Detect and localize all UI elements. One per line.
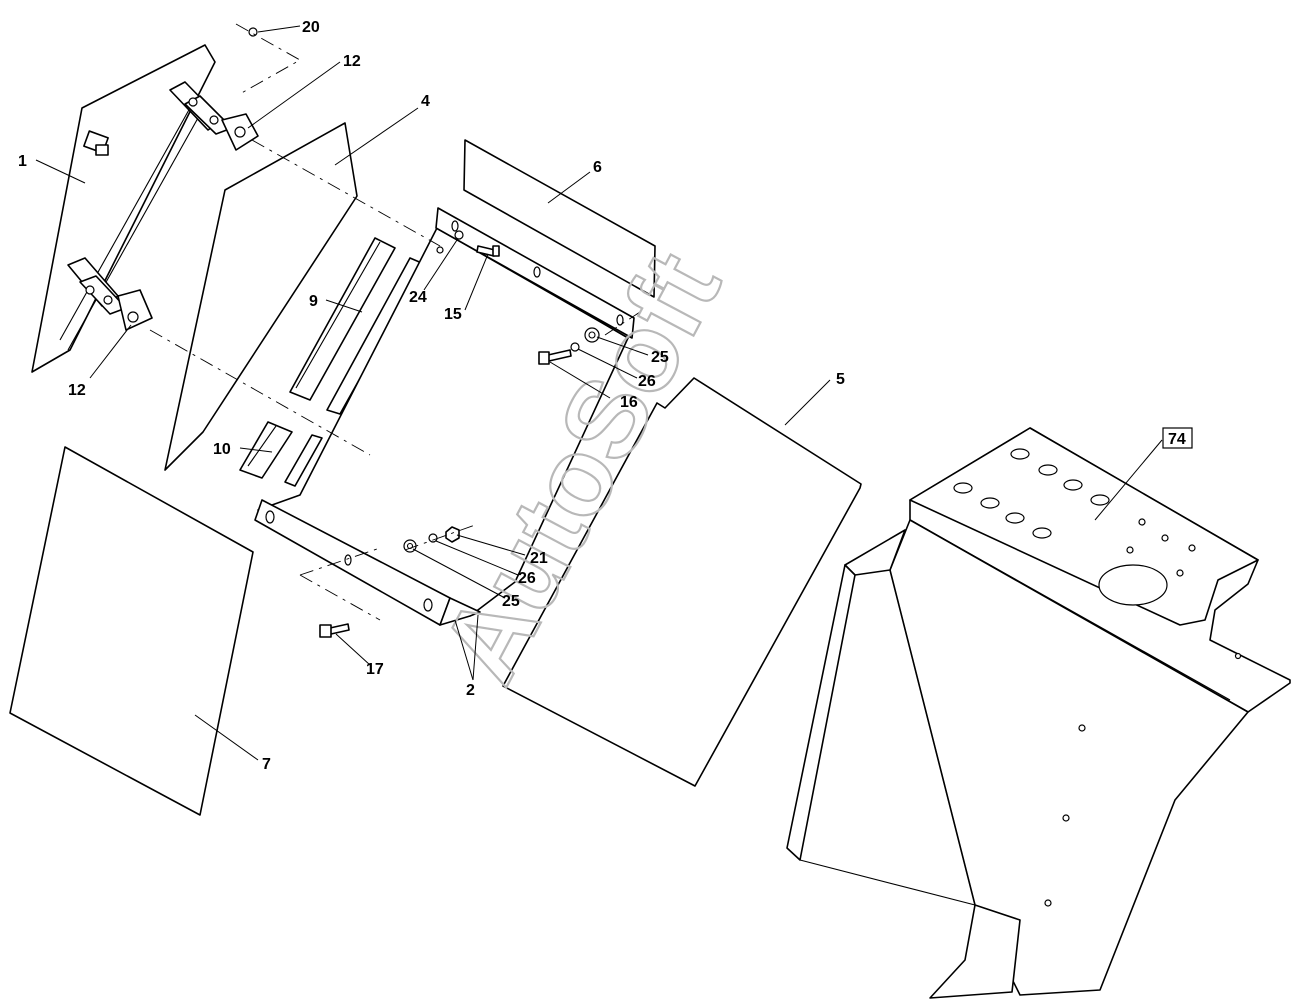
- washers-25-26-upper: [570, 327, 600, 352]
- callout-26-lower: 26: [518, 570, 536, 587]
- callout-1: 1: [18, 153, 27, 170]
- callout-9: 9: [309, 293, 318, 310]
- callout-10: 10: [213, 441, 231, 458]
- callout-17: 17: [366, 661, 384, 678]
- part-1-door: [31, 44, 216, 373]
- callout-74: 74: [1168, 431, 1186, 448]
- callout-74-box: [1162, 427, 1193, 449]
- assembly-lines: [149, 23, 641, 621]
- callout-26-upper: 26: [638, 373, 656, 390]
- fastener-15: [476, 245, 500, 257]
- callout-25-lower: 25: [502, 593, 520, 610]
- callout-25-upper: 25: [651, 349, 669, 366]
- callout-24: 24: [409, 289, 427, 306]
- part-74-housing: [786, 427, 1291, 999]
- bolt-16: [538, 349, 572, 365]
- part-5-panel: [502, 377, 862, 787]
- part-4-window: [164, 122, 358, 471]
- part-7-panel: [9, 446, 254, 816]
- seal-9: [289, 237, 396, 401]
- hinge-upper: [169, 81, 259, 151]
- part-6-plate: [463, 139, 656, 298]
- callout-4: 4: [421, 93, 430, 110]
- callout-12-upper: 12: [343, 53, 361, 70]
- callout-6: 6: [593, 159, 602, 176]
- bolt-17: [319, 623, 350, 638]
- callout-16: 16: [620, 394, 638, 411]
- callout-21: 21: [530, 550, 548, 567]
- callout-12-lower: 12: [68, 382, 86, 399]
- nut-20: [248, 27, 258, 37]
- callouts: 1 2 4 5 6 7 9 10 12 12 15 16 17 20 21 24…: [18, 19, 1193, 773]
- callout-15: 15: [444, 306, 462, 323]
- part-2-frame: [254, 207, 635, 626]
- callout-20: 20: [302, 19, 320, 36]
- callout-7: 7: [262, 756, 271, 773]
- hinge-lower: [67, 257, 153, 331]
- callout-5: 5: [836, 371, 845, 388]
- washer-24: [436, 230, 464, 254]
- callout-2: 2: [466, 682, 475, 699]
- leader-lines: [35, 25, 1163, 761]
- seal-10: [239, 421, 293, 479]
